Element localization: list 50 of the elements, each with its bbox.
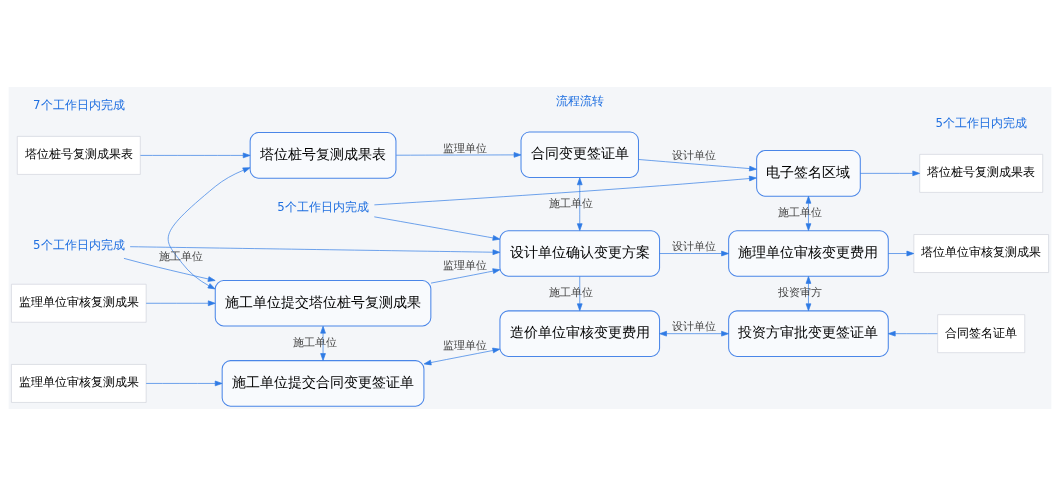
arrow (860, 170, 920, 177)
arrow (395, 152, 522, 158)
edge-label: 监理单位 (443, 258, 488, 272)
arrow (129, 246, 501, 255)
node-box: 合同变更签证单 (520, 131, 639, 179)
arrow (145, 300, 216, 307)
label: 5个工作日内完成 (935, 116, 1027, 131)
label: 流程流转 (555, 94, 604, 109)
arrow (577, 276, 583, 312)
node-box: 施工单位提交合同变更签证单 (221, 360, 425, 407)
node-box: 监理单位审核复测成果 (11, 283, 147, 323)
arrow (430, 268, 501, 284)
arrow (320, 325, 326, 361)
edge-label: 监理单位 (443, 141, 488, 155)
edge-label: 施工单位 (549, 196, 594, 210)
arrow (423, 347, 501, 366)
edge-label: 设计单位 (672, 239, 717, 253)
arrow (887, 250, 915, 257)
arrow (145, 380, 223, 387)
arrow (123, 258, 216, 282)
node-box: 设计单位确认变更方案 (499, 230, 661, 277)
label: 7个工作日内完成 (33, 98, 125, 113)
arrow (887, 330, 938, 337)
arrow (659, 250, 729, 257)
edge-label: 设计单位 (672, 320, 717, 334)
node-box: 合同签名证单 (937, 314, 1026, 354)
node-box: 塔位单位审核复测成果 (913, 234, 1049, 273)
arrow (140, 152, 251, 159)
arrow (577, 177, 583, 231)
node-box: 施工单位提交塔位桩号复测成果 (214, 279, 432, 327)
arrow (373, 216, 501, 241)
node-box: 塔位桩号复测成果表 (919, 154, 1044, 193)
arrow (374, 175, 757, 206)
edge-label: 监理单位 (443, 338, 488, 352)
node-text: 5个工作日内完成 (33, 237, 125, 252)
arrow (638, 159, 757, 172)
edge-label: 施工单位 (292, 335, 337, 349)
node-box: 塔位桩号复测成果表 (16, 136, 141, 175)
edge-label: 设计单位 (672, 149, 717, 163)
node-text: 5个工作日内完成 (277, 199, 369, 214)
node-box: 电子签名区域 (756, 150, 861, 197)
node-box: 塔位桩号复测成果表 (249, 132, 397, 179)
arrow (167, 167, 251, 290)
node-box: 造价单位审核变更费用 (499, 310, 661, 357)
edge-label: 施工单位 (549, 286, 594, 300)
node-box: 监理单位审核复测成果 (11, 364, 147, 403)
node-box: 投资方审批变更签证单 (728, 310, 889, 357)
arrow (659, 330, 729, 337)
edge-label: 施工单位 (158, 249, 203, 263)
node-box: 施理单位审核变更费用 (728, 230, 889, 277)
